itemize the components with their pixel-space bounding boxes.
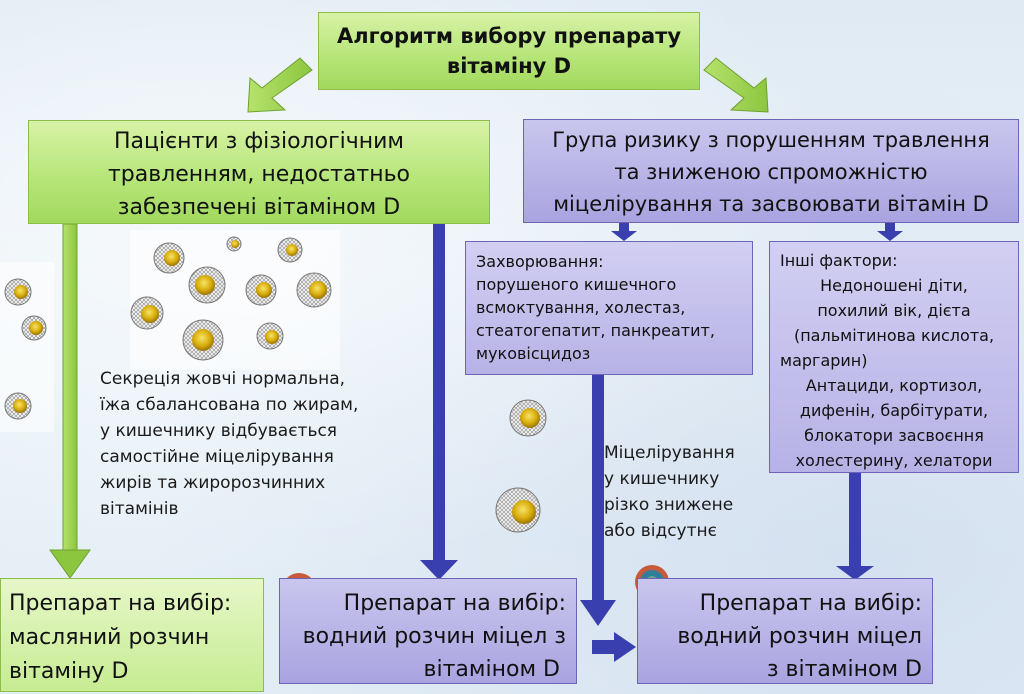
arrow-factors-down (836, 473, 874, 580)
micelle-icon (182, 319, 224, 361)
result-line: вітаміну D (9, 659, 129, 684)
description-line: у кишечнику відбувається (100, 421, 338, 441)
micellization-line: Міцелірування (604, 443, 735, 463)
left-branch-heading: Пацієнти з фізіологічним травленням, нед… (28, 120, 490, 224)
result-line: водний розчин міцел з (302, 624, 566, 649)
arrow-to-diseases (611, 223, 637, 241)
factors-line: Інші фактори: (780, 251, 898, 270)
factors-line: похилий вік, дієта (817, 301, 971, 320)
micelle-icon (4, 392, 32, 420)
diseases-line: Захворювання: (476, 252, 604, 271)
left-heading-line: Пацієнти з фізіологічним (113, 129, 405, 154)
micellization-note: Міцелірування у кишечнику різко знижене … (604, 440, 754, 544)
micelle-icon (226, 236, 242, 252)
result-line: вітаміном D (423, 657, 560, 682)
diagram-title: Алгоритм вибору препарату вітаміну D (318, 12, 700, 90)
micellization-line: у кишечнику (604, 469, 720, 489)
left-heading-line: травленням, недостатньо (107, 162, 411, 187)
arrow-title-right (703, 57, 769, 113)
left-branch-description: Секреція жовчі нормальна, їжа сбалансова… (100, 366, 400, 522)
diseases-line: стеатогепатит, панкреатит, (476, 321, 715, 340)
description-line: їжа сбалансована по жирам, (100, 395, 359, 415)
factors-line: маргарин) (780, 351, 868, 370)
micelle-icon (4, 278, 32, 306)
result-micelle-solution-right: Препарат на вибір: водний розчин міцел з… (637, 578, 933, 684)
micellization-line: або відсутнє (604, 521, 717, 541)
micellization-line: різко знижене (604, 495, 734, 515)
right-heading-line: Група ризику з порушенням травлення (552, 128, 990, 152)
result-line: Препарат на вибір: (699, 591, 922, 616)
micelle-icon (509, 399, 547, 437)
diseases-box: Захворювання: порушеного кишечного всмок… (465, 241, 753, 375)
result-line: з вітаміном D (766, 657, 922, 682)
micelle-icon (21, 315, 47, 341)
result-line: масляний розчин (9, 625, 210, 650)
arrow-title-left (247, 57, 313, 113)
arrow-middle-to-right (592, 632, 636, 662)
description-line: вітамінів (100, 499, 179, 519)
arrow-left-down-blue (420, 224, 458, 580)
result-micelle-solution-middle: Препарат на вибір: водний розчин міцел з… (279, 578, 577, 684)
factors-line: блокатори засвоєння (804, 426, 984, 445)
micelle-icon (130, 296, 164, 330)
micelle-icon (296, 272, 332, 308)
other-factors-box: Інші фактори: Недоношені діти, похилий в… (769, 241, 1019, 473)
factors-line: Антациди, кортизол, (805, 376, 983, 395)
micelle-icon (188, 266, 226, 304)
micelle-icon (277, 237, 303, 263)
arrow-diseases-down (580, 375, 616, 626)
micelle-icon (245, 274, 277, 306)
result-oil-solution: Препарат на вибір: масляний розчин вітам… (0, 578, 264, 692)
description-line: Секреція жовчі нормальна, (100, 369, 346, 389)
micelle-icon (153, 242, 185, 274)
description-line: жирів та жиророзчинних (100, 473, 326, 493)
factors-line: (пальмітинова кислота, (793, 326, 995, 345)
title-line-1: Алгоритм вибору препарату (336, 24, 682, 48)
factors-line: Недоношені діти, (820, 276, 968, 295)
micelle-icon (495, 487, 541, 533)
factors-line: холестерину, хелатори (795, 451, 993, 470)
right-heading-line: та зниженою спроможністю (614, 160, 928, 184)
diseases-line: порушеного кишечного (476, 275, 677, 294)
right-heading-line: міцелірування та засвоювати вітамін D (553, 192, 989, 216)
arrow-left-down-green (49, 223, 91, 579)
arrow-to-factors (877, 223, 903, 241)
micelle-icon (256, 322, 284, 350)
diseases-line: всмоктування, холестаз, (476, 298, 686, 317)
title-line-2: вітаміну D (446, 54, 572, 78)
result-line: Препарат на вибір: (9, 591, 232, 616)
diseases-line: муковісцидоз (476, 344, 591, 363)
left-heading-line: забезпечені вітаміном D (117, 195, 401, 220)
description-line: самостійне міцелірування (100, 447, 334, 467)
result-line: Препарат на вибір: (343, 591, 566, 616)
right-branch-heading: Група ризику з порушенням травлення та з… (523, 119, 1019, 223)
result-line: водний розчин міцел (677, 624, 922, 649)
factors-line: дифенін, барбітурати, (799, 401, 989, 420)
